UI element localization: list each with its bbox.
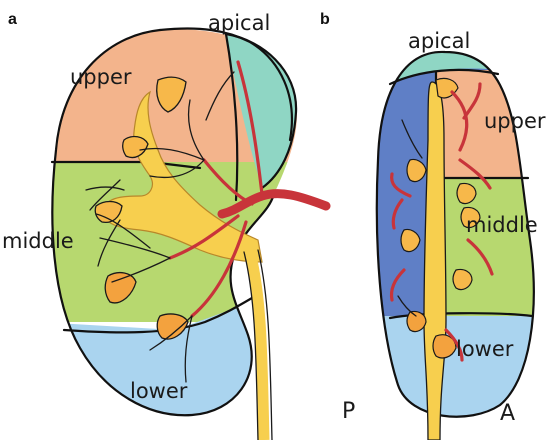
kidney-outline-b	[375, 50, 535, 418]
vessel-branches-a	[85, 71, 235, 383]
kidney-top-outline-a	[158, 27, 293, 142]
ureter-a	[244, 250, 270, 440]
ureter-edge-left-a	[243, 251, 259, 440]
label-lower-a: lower	[130, 379, 188, 403]
ureter-edge-right-a	[257, 249, 273, 440]
calyx-upper-a	[156, 76, 187, 113]
calyx-posterior-upper-b	[406, 158, 427, 183]
panel-b: b	[320, 11, 546, 440]
panel-a-letter: a	[8, 11, 17, 28]
panel-b-letter: b	[320, 11, 330, 28]
vessels-b	[389, 82, 494, 362]
segment-apical-a	[226, 34, 297, 188]
segment-middle-b	[436, 178, 534, 316]
calyx-upper-2-a	[122, 135, 149, 159]
calyx-middle-a	[94, 200, 123, 224]
upper-artery-a	[202, 158, 254, 206]
calyx-lower-b	[432, 334, 457, 359]
label-middle-b: middle	[466, 213, 538, 237]
collecting-system-b	[400, 77, 481, 440]
renal-artery-a	[168, 60, 331, 318]
collecting-system-a	[94, 76, 273, 440]
calyx-posterior-middle-b	[400, 228, 421, 253]
label-anterior-b: A	[500, 401, 515, 426]
main-renal-artery-a	[217, 189, 331, 219]
calyx-lower-a	[104, 271, 137, 304]
calyx-anterior-lower-b	[452, 268, 473, 291]
renal-pelvis-a	[103, 90, 263, 263]
apical-artery-a	[236, 60, 264, 196]
calyx-anterior-upper-b	[456, 182, 477, 205]
middle-artery-a	[168, 214, 240, 260]
calyx-anterior-middle-b	[460, 206, 481, 229]
label-lower-b: lower	[456, 337, 514, 361]
label-middle-a: middle	[2, 229, 74, 253]
divider-apical-b	[388, 68, 500, 86]
kidney-outline-a	[51, 28, 276, 417]
divider-middle-lower-a	[62, 296, 254, 334]
label-apical-a: apical	[208, 11, 270, 35]
divider-lower-b	[388, 312, 534, 320]
calyx-lower-2-a	[156, 313, 189, 340]
calyx-lower-posterior-b	[406, 310, 427, 333]
lower-artery-a	[190, 220, 248, 318]
panel-a: a	[2, 11, 331, 440]
segment-lower-b	[376, 316, 534, 417]
divider-apical-a	[224, 32, 239, 202]
label-upper-b: upper	[484, 109, 546, 133]
label-upper-a: upper	[70, 65, 132, 89]
label-posterior-b: P	[342, 399, 355, 424]
label-apical-b: apical	[408, 29, 470, 53]
